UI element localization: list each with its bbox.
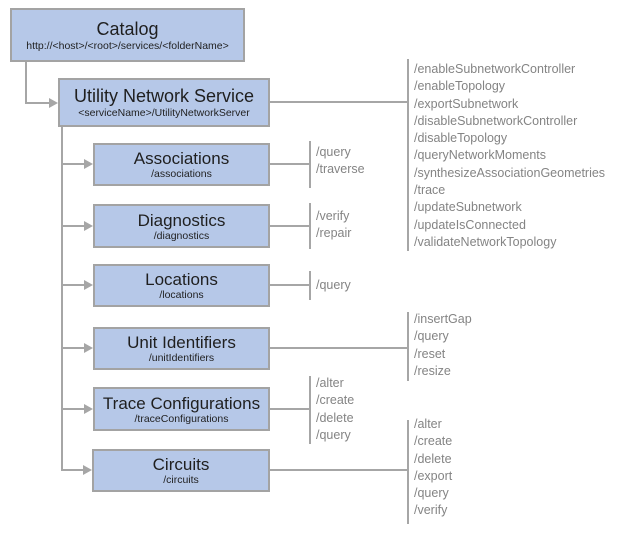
operation-label: /delete [414,451,452,466]
arrowhead-trace-configurations [84,403,93,414]
node-unit-identifiers-subtitle: /unitIdentifiers [148,352,215,364]
connector-trace-configurations-to-ops [270,408,309,410]
node-associations-subtitle: /associations [151,168,212,180]
connector-branch-trace-configurations [61,408,85,410]
node-associations-title: Associations [133,149,230,168]
node-circuits-title: Circuits [152,455,210,474]
node-circuits-subtitle: /circuits [163,474,199,486]
connector-diagnostics-to-ops [270,225,309,227]
node-uns-title: Utility Network Service [73,86,255,106]
connector-associations-to-ops [270,163,309,165]
operation-label: /verify [414,503,448,518]
operation-label: /query [316,427,351,442]
operation-label: /repair [316,226,352,241]
operation-label: /enableSubnetworkController [414,62,576,76]
operation-label: /validateNetworkTopology [414,234,557,249]
ops-bar-diagnostics [309,203,311,249]
operation-label: /insertGap [414,312,472,326]
operation-label: /query [414,486,449,501]
operation-label: /verify [316,209,350,223]
node-circuits: Circuits /circuits [92,449,270,492]
connector-branch-associations [61,163,85,165]
ops-bar-associations [309,141,311,188]
ops-bar-unit-identifiers [407,312,409,381]
operation-label: /create [414,434,453,449]
operation-label: /queryNetworkMoments [414,148,546,163]
node-unit-identifiers: Unit Identifiers /unitIdentifiers [93,327,270,370]
operation-label: /updateSubnetwork [414,200,522,215]
arrowhead-associations [84,158,93,169]
node-catalog-title: Catalog [96,18,159,39]
node-catalog-subtitle: http://<host>/<root>/services/<folderNam… [26,39,229,52]
connector-uns-trunk [61,127,63,471]
operation-label: /disableTopology [414,131,508,146]
operation-label: /export [414,468,453,483]
ops-bar-locations [309,271,311,300]
connector-branch-unit-identifiers [61,347,85,349]
connector-locations-to-ops [270,284,309,286]
arrowhead-circuits [83,464,92,475]
connector-branch-locations [61,284,85,286]
arrowhead-unit-identifiers [84,342,93,353]
connector-branch-diagnostics [61,225,85,227]
operation-label: /alter [316,376,344,390]
operation-label: /delete [316,410,354,425]
connector-catalog-to-uns [25,102,50,104]
node-diagnostics-title: Diagnostics [137,210,226,230]
connector-catalog-trunk [25,62,27,104]
arrowhead-uns [49,97,58,108]
ops-list-trace-configurations: /alter /create /delete /query [316,375,354,444]
ops-list-uns: /enableSubnetworkController /enableTopol… [414,61,605,251]
operation-label: /alter [414,417,442,431]
node-diagnostics-subtitle: /diagnostics [153,229,210,242]
operation-label: /exportSubnetwork [414,96,519,111]
node-catalog: Catalog http://<host>/<root>/services/<f… [10,8,245,62]
node-trace-configurations-title: Trace Configurations [102,393,261,413]
node-locations-subtitle: /locations [159,289,204,301]
arrowhead-locations [84,279,93,290]
operation-label: /resize [414,363,451,378]
ops-bar-trace-configurations [309,376,311,444]
node-uns-subtitle: <serviceName>/UtilityNetworkServer [78,107,250,119]
ops-list-locations: /query [316,277,351,294]
operation-label: /reset [414,346,446,361]
node-unit-identifiers-title: Unit Identifiers [127,333,236,352]
operation-label: /query [316,145,351,159]
operation-label: /synthesizeAssociationGeometries [414,165,606,180]
connector-unit-identifiers-to-ops [270,347,407,349]
node-trace-configurations-subtitle: /traceConfigurations [134,412,229,425]
node-locations-title: Locations [145,270,218,289]
node-diagnostics: Diagnostics /diagnostics [93,204,270,248]
ops-bar-uns [407,59,409,251]
operation-label: /updateIsConnected [414,217,526,232]
node-utility-network-service: Utility Network Service <serviceName>/Ut… [58,78,270,127]
connector-uns-to-ops [270,101,407,103]
ops-bar-circuits [407,420,409,524]
operation-label: /create [316,393,355,408]
arrowhead-diagnostics [84,220,93,231]
operation-label: /trace [414,183,446,198]
ops-list-circuits: /alter /create /delete /export /query /v… [414,416,452,520]
connector-branch-circuits [61,469,84,471]
operation-label: /disableSubnetworkController [414,113,578,128]
operation-label: /traverse [316,162,365,177]
node-locations: Locations /locations [93,264,270,307]
operation-label: /query [316,278,351,292]
ops-list-associations: /query /traverse [316,144,365,179]
ops-list-unit-identifiers: /insertGap /query /reset /resize [414,311,472,380]
node-associations: Associations /associations [93,143,270,186]
node-trace-configurations: Trace Configurations /traceConfiguration… [93,387,270,431]
operation-label: /enableTopology [414,79,506,94]
ops-list-diagnostics: /verify /repair [316,208,351,243]
connector-circuits-to-ops [270,469,407,471]
operation-label: /query [414,329,449,344]
